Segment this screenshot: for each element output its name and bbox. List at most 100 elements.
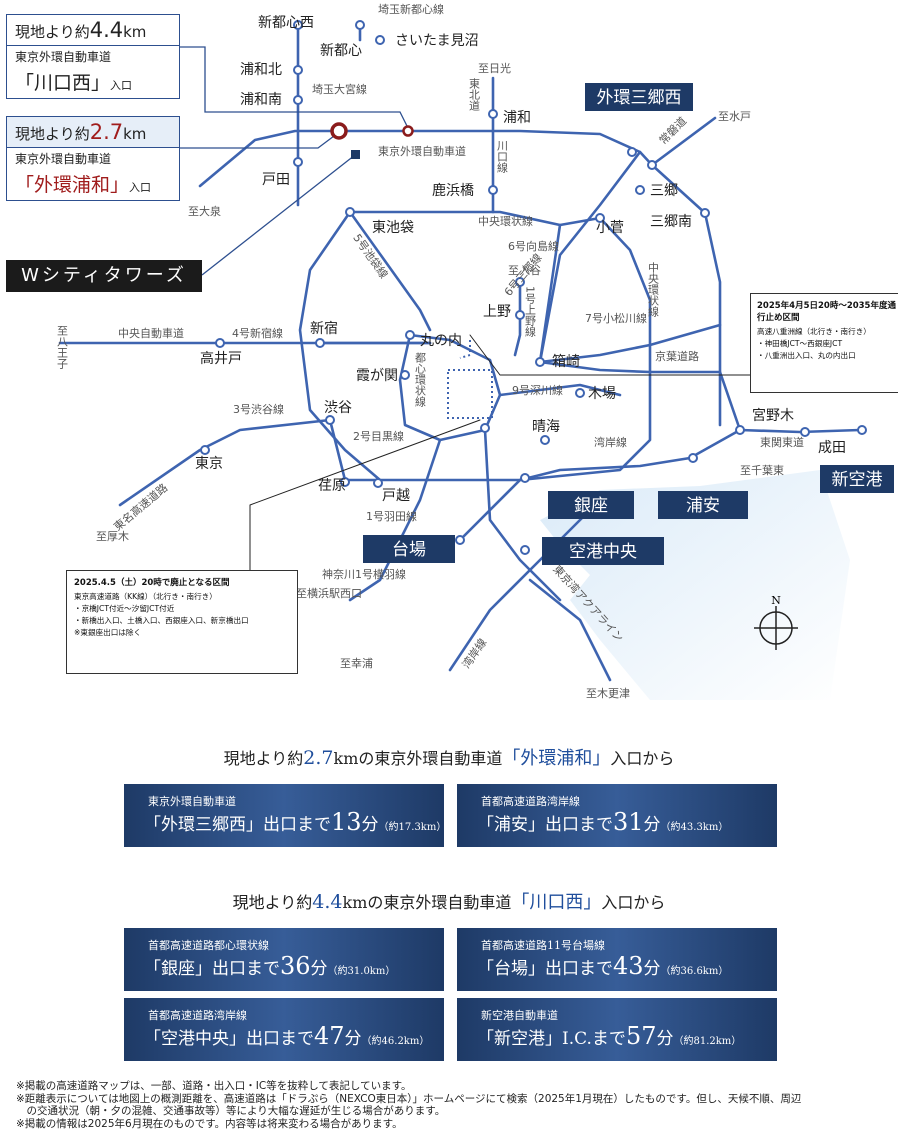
- keiyo-road: [538, 360, 742, 432]
- map-label: 川口線: [496, 140, 509, 173]
- route-card: 首都高速道路都心環状線 「銀座」出口まで36分（約31.0km）: [124, 928, 444, 991]
- label-kuko-chuo: 空港中央: [569, 542, 637, 562]
- map-label: 浦和: [503, 110, 531, 126]
- kawaguchi-nishi-marker: [402, 125, 414, 137]
- map-label: 埼玉大宮線: [312, 82, 367, 96]
- kk-callout: [249, 419, 481, 571]
- map-label: 3号渋谷線: [233, 402, 284, 416]
- map-label: 木場: [588, 386, 616, 402]
- yaesu-callout: [469, 334, 751, 376]
- map-label: 至入谷: [508, 264, 541, 277]
- map-label: 至厚木: [96, 530, 129, 543]
- map-label: 神奈川1号横羽線: [322, 567, 406, 581]
- map-label: 丸の内: [420, 333, 462, 349]
- map-label: 中央環状線: [478, 214, 533, 228]
- map-label: 東京外環自動車道: [378, 144, 466, 158]
- aqualine: [528, 578, 612, 682]
- meguro-line: [328, 418, 382, 482]
- map-label: 至千葉東: [740, 463, 784, 477]
- map-label: 湾岸線: [594, 435, 627, 449]
- map-label: 東京: [195, 456, 223, 472]
- map-label: 箱崎: [552, 354, 580, 370]
- map-label: 新都心西: [258, 15, 314, 31]
- expressway-map: 外環三郷西 銀座 浦安 台場 空港中央 新空港 新都心西 新都心 さいたま見沼 …: [56, 2, 894, 700]
- route-card: 首都高速道路湾岸線 「空港中央」出口まで47分（約46.2km）: [124, 998, 444, 1061]
- map-label: 9号深川線: [512, 383, 563, 397]
- map-label: 至大泉: [188, 204, 221, 218]
- map-label: 三郷: [650, 183, 678, 199]
- map-label: 浦和南: [240, 92, 282, 108]
- map-label: 至幸浦: [340, 657, 373, 670]
- ikebukuro-line: [348, 210, 432, 332]
- map-label: 東名高速道路: [111, 480, 171, 533]
- map-label: 湾岸線: [459, 636, 489, 671]
- komatsugawa-line: [538, 323, 722, 364]
- section-heading-gaikan-urawa: 現地より約2.7kmの東京外環自動車道「外環浦和」入口から: [223, 747, 675, 769]
- map-label: 上野: [483, 304, 511, 320]
- map-label: 新都心: [320, 43, 362, 59]
- label-urayasu: 浦安: [686, 496, 720, 516]
- map-label: 浦和北: [240, 62, 282, 78]
- route-card: 首都高速道路湾岸線 「浦安」出口まで31分（約43.3km）: [457, 784, 777, 847]
- map-label: N: [771, 594, 781, 607]
- map-label: 中央自動車道: [118, 326, 184, 340]
- map-label: 4号新宿線: [232, 326, 283, 340]
- haneda-line: [483, 428, 562, 602]
- map-label: 戸越: [382, 488, 410, 504]
- label-shin-kuko: 新空港: [832, 470, 883, 490]
- section-heading-kawaguchi-nishi: 現地より約4.4kmの東京外環自動車道「川口西」入口から: [232, 891, 666, 913]
- yaesu-line-dotted: [459, 340, 471, 359]
- map-label: 宮野木: [752, 408, 794, 424]
- map-label: 東関東道: [760, 435, 804, 449]
- map-label: 埼玉新都心線: [378, 2, 444, 16]
- chuo-kanjo-line: [298, 210, 652, 482]
- map-label: 新宿: [310, 320, 338, 337]
- ueno-line: [513, 278, 522, 357]
- label-ginza: 銀座: [574, 496, 608, 516]
- kk-line-dotted: [447, 369, 493, 419]
- map-label: 至八王子: [56, 325, 69, 369]
- route-card: 東京外環自動車道 「外環三郷西」出口まで13分（約17.3km）: [124, 784, 446, 847]
- map-label: 都心環状線: [414, 352, 427, 407]
- map-label: 荏原: [318, 478, 346, 494]
- map-label: 6号向島線: [508, 239, 559, 253]
- route-card: 首都高速道路11号台場線 「台場」出口まで43分（約36.6km）: [457, 928, 777, 991]
- map-label: 京葉道路: [655, 349, 699, 363]
- map-label: 2号目黒線: [353, 429, 404, 443]
- note-kk-line-abolished: 2025.4.5（土）20時で廃止となる区間 東京高速道路（KK線）（北行き・南…: [66, 570, 298, 674]
- map-label: 東北道: [468, 78, 481, 111]
- daiba-line: [458, 478, 522, 542]
- callout-gaikan-urawa: 現地より約2.7km 東京外環自動車道 「外環浦和」入口: [6, 116, 180, 201]
- map-label: 三郷南: [650, 214, 692, 230]
- footnotes: ※掲載の高速道路マップは、一部、道路・出入口・IC等を抜粋して表記しています。 …: [16, 1080, 802, 1130]
- map-label: 至木更津: [586, 687, 630, 700]
- tokyo-bay: [540, 470, 850, 700]
- label-daiba: 台場: [392, 540, 426, 560]
- map-label: 高井戸: [200, 350, 242, 367]
- joban-road: [650, 116, 717, 167]
- label-gaikan-misato: 外環三郷西: [597, 88, 682, 108]
- map-label: 1号上野線: [524, 286, 537, 337]
- map-label: 至日光: [478, 61, 511, 75]
- map-label: 渋谷: [324, 400, 352, 416]
- misato-line: [538, 150, 642, 364]
- fukagawa-line: [498, 383, 622, 397]
- map-label: 東池袋: [372, 220, 414, 236]
- map-label: 成田: [818, 440, 846, 456]
- shibuya-line: [118, 418, 332, 507]
- map-label: 小菅: [596, 220, 624, 236]
- map-label: 戸田: [262, 172, 290, 188]
- map-label: さいたま見沼: [395, 33, 479, 49]
- property-label: Wシティタワーズ: [6, 260, 202, 292]
- gaikan-misato-south: [650, 163, 722, 427]
- map-label: 5号池袋線: [350, 231, 391, 281]
- map-label: 霞が関: [356, 368, 398, 384]
- map-label: 7号小松川線: [585, 311, 647, 325]
- gaikan-urawa-marker: [330, 122, 348, 140]
- property-marker: [351, 150, 360, 159]
- map-label: 中央環状線: [647, 262, 660, 317]
- map-label: 鹿浜橋: [432, 182, 474, 199]
- route-card: 新空港自動車道 「新空港」I.C.まで57分（約81.2km）: [457, 998, 777, 1061]
- callout-kawaguchi-nishi: 現地より約4.4km 東京外環自動車道 「川口西」入口: [6, 14, 180, 99]
- map-label: 1号羽田線: [366, 509, 417, 523]
